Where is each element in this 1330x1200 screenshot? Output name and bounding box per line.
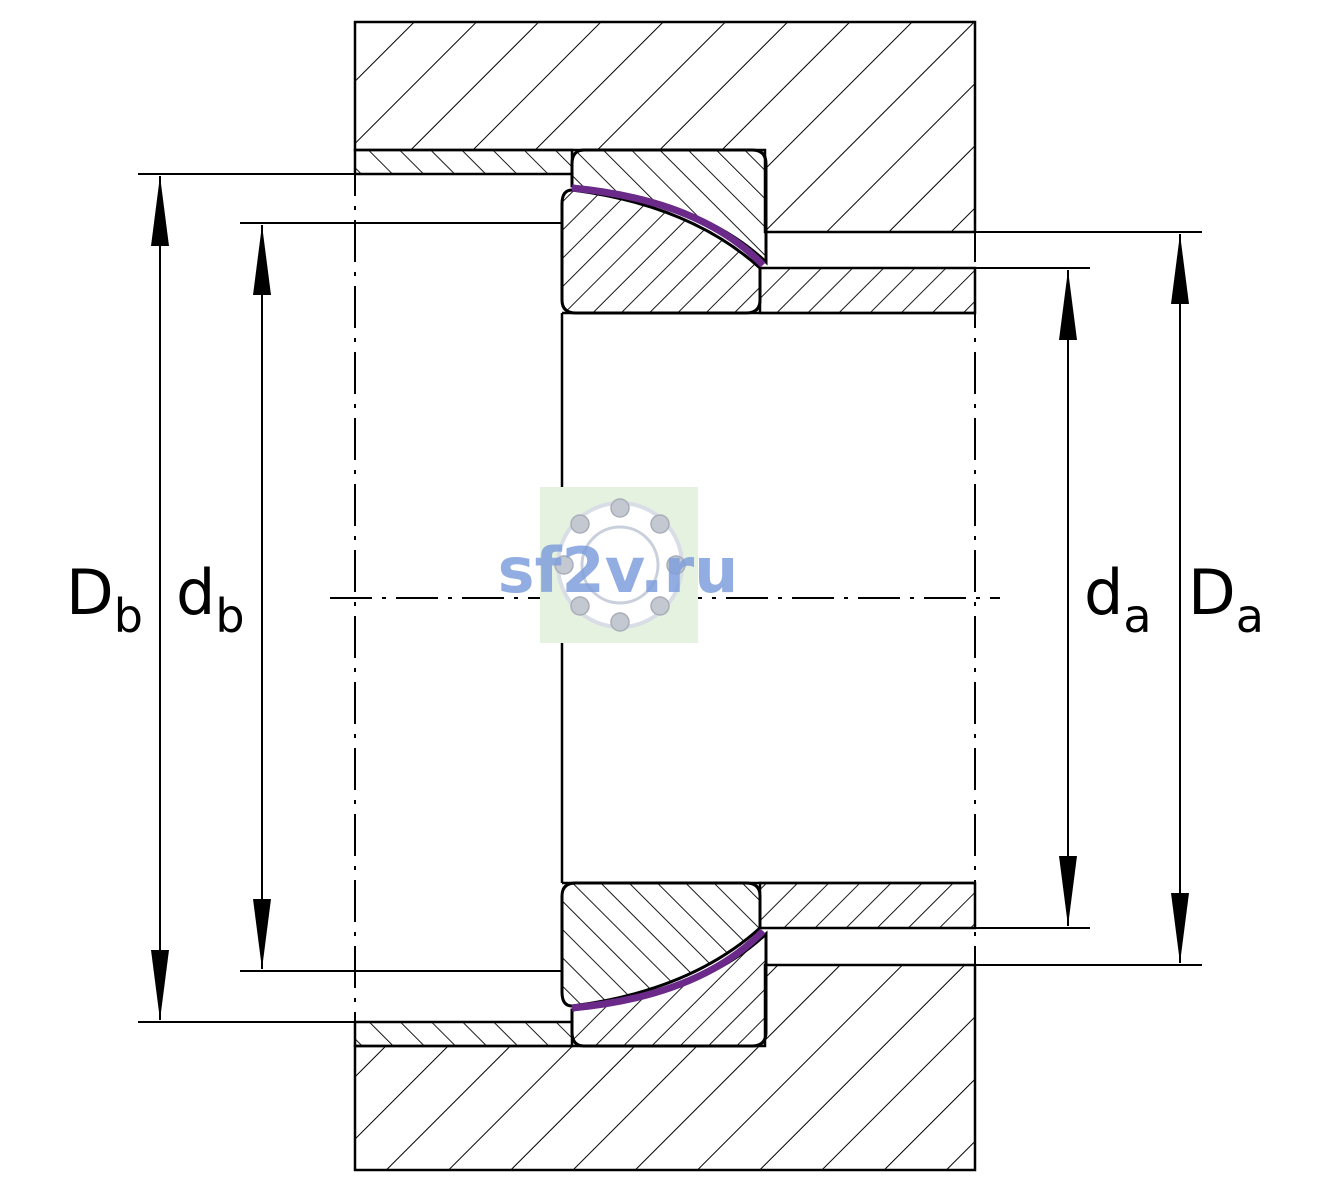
label-db-sub: b [215,589,244,643]
spacer-sleeve-top [353,148,574,176]
label-Da-sub: a [1236,589,1264,643]
dimension-db [240,222,562,972]
dimension-Da [766,231,1202,966]
label-da-sub: a [1123,589,1151,643]
label-Db-sub: b [114,589,143,643]
watermark-text: sf2v.ru [498,534,739,607]
shaft-shoulder-top [758,266,977,315]
label-da-main: d [1084,556,1123,629]
label-da: da [1084,556,1152,643]
label-Da-main: D [1188,556,1236,629]
dimension-Db [138,173,572,1023]
spacer-sleeve-bottom [353,1020,574,1048]
shaft-shoulder-bottom [758,881,977,930]
label-db: db [176,556,245,643]
watermark-logo [540,487,698,643]
sliding-contact-surface-bottom [571,928,766,1012]
sliding-contact-surface-top [571,184,766,268]
label-db-main: d [176,556,215,629]
dimension-da [760,267,1090,929]
label-Da: Da [1188,556,1264,643]
label-Db-main: D [66,556,114,629]
label-Db: Db [66,556,143,643]
